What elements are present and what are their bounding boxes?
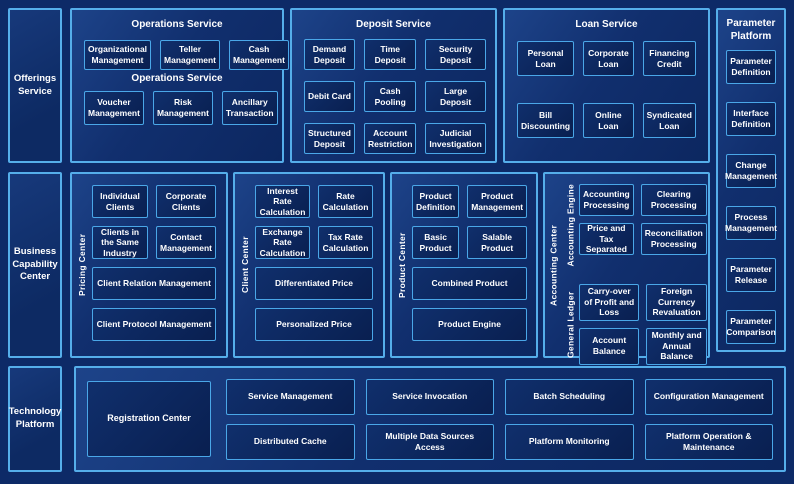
box-voucher-management: Voucher Management — [84, 91, 144, 125]
operations-title: Operations Service — [131, 19, 223, 30]
panel-deposit-service: Deposit Service Demand Deposit Time Depo… — [290, 8, 497, 163]
accounting-engine-grid: Accounting Processing Clearing Processin… — [579, 184, 707, 267]
box-teller-management: Teller Management — [160, 40, 220, 70]
box-carry-over-profit-loss: Carry-over of Profit and Loss — [579, 283, 640, 321]
box-differentiated-price: Differentiated Price — [255, 267, 373, 300]
box-corporate-clients: Corporate Clients — [156, 185, 216, 218]
box-combined-product: Combined Product — [412, 267, 528, 300]
box-client-protocol-management: Client Protocol Management — [92, 308, 216, 341]
box-parameter-release: Parameter Release — [726, 258, 776, 292]
panel-technology-platform: Registration Center Service Management S… — [74, 366, 786, 472]
general-ledger-side-label: General Ledger — [565, 290, 576, 358]
accounting-engine-side-label: Accounting Engine — [565, 184, 576, 267]
panel-parameter-platform: Parameter Platform Parameter Definition … — [716, 8, 786, 352]
general-ledger-grid: Carry-over of Profit and Loss Foreign Cu… — [579, 283, 707, 365]
box-price-and-tax-separated: Price and Tax Separated — [579, 223, 634, 255]
pricing-center-grid: Individual Clients Corporate Clients Cli… — [92, 174, 226, 356]
parameter-title: Parameter Platform — [726, 18, 776, 42]
box-structured-deposit: Structured Deposit — [304, 123, 355, 154]
box-tax-rate-calculation: Tax Rate Calculation — [318, 226, 373, 259]
box-time-deposit: Time Deposit — [363, 39, 417, 70]
loan-title: Loan Service — [575, 19, 638, 30]
box-distributed-cache: Distributed Cache — [226, 423, 355, 460]
rail-business-capability-center: Business Capability Center — [8, 172, 62, 358]
box-reconciliation-processing: Reconciliation Processing — [640, 223, 707, 255]
box-debit-card: Debit Card — [304, 81, 355, 112]
box-monthly-annual-balance: Monthly and Annual Balance — [646, 327, 707, 365]
box-large-deposit: Large Deposit — [425, 81, 486, 112]
box-parameter-definition: Parameter Definition — [726, 50, 776, 84]
box-security-deposit: Security Deposit — [425, 39, 486, 70]
box-personalized-price: Personalized Price — [255, 308, 373, 341]
parameter-column: Parameter Definition Interface Definitio… — [718, 43, 784, 344]
operations-row1: Organizational Management Teller Managem… — [72, 40, 289, 70]
deposit-grid: Demand Deposit Time Deposit Security Dep… — [292, 39, 495, 154]
panel-client-center: Client Center Interest Rate Calculation … — [233, 172, 385, 358]
accounting-engine-group: Accounting Engine Accounting Processing … — [562, 184, 707, 267]
box-clients-same-industry: Clients in the Same Industry — [92, 226, 149, 259]
box-process-management: Process Management — [725, 206, 777, 240]
technology-grid: Service Management Service Invocation Ba… — [226, 378, 773, 460]
box-corporate-loan: Corporate Loan — [583, 41, 634, 76]
box-bill-discounting: Bill Discounting — [517, 103, 575, 138]
box-risk-management: Risk Management — [152, 91, 213, 125]
panel-pricing-center: Pricing Center Individual Clients Corpor… — [70, 172, 228, 358]
box-registration-center: Registration Center — [87, 381, 211, 457]
box-service-invocation: Service Invocation — [365, 378, 494, 415]
box-change-management: Change Management — [725, 154, 777, 188]
box-demand-deposit: Demand Deposit — [304, 39, 355, 70]
panel-operations-service: Operations Service Organizational Manage… — [70, 8, 289, 163]
rail-technology-platform: Technology Platform — [8, 366, 62, 472]
box-cash-pooling: Cash Pooling — [363, 81, 417, 112]
box-clearing-processing: Clearing Processing — [640, 184, 707, 216]
box-client-relation-management: Client Relation Management — [92, 267, 216, 300]
box-salable-product: Salable Product — [467, 226, 528, 259]
box-batch-scheduling: Batch Scheduling — [505, 378, 634, 415]
client-center-side-label: Client Center — [240, 236, 250, 294]
operations-subtitle: Operations Service — [131, 73, 223, 84]
box-exchange-rate-calculation: Exchange Rate Calculation — [255, 226, 310, 259]
accounting-center-side-label: Accounting Center — [548, 224, 559, 306]
box-judicial-investigation: Judicial Investigation — [425, 123, 486, 154]
box-interest-rate-calculation: Interest Rate Calculation — [255, 185, 310, 218]
box-service-management: Service Management — [226, 378, 355, 415]
box-platform-operation-maintenance: Platform Operation & Maintenance — [644, 423, 773, 460]
deposit-title: Deposit Service — [355, 19, 432, 30]
box-financing-credit: Financing Credit — [642, 41, 696, 76]
box-product-definition: Product Definition — [412, 185, 460, 218]
box-organizational-management: Organizational Management — [84, 40, 152, 70]
box-product-management: Product Management — [467, 185, 528, 218]
box-account-restriction: Account Restriction — [363, 123, 417, 154]
box-configuration-management: Configuration Management — [644, 378, 773, 415]
box-basic-product: Basic Product — [412, 226, 460, 259]
box-personal-loan: Personal Loan — [517, 41, 575, 76]
box-accounting-processing: Accounting Processing — [579, 184, 634, 216]
panel-accounting-center: Accounting Center Accounting Engine Acco… — [543, 172, 710, 365]
box-multiple-data-sources-access: Multiple Data Sources Access — [365, 423, 494, 460]
panel-loan-service: Loan Service Personal Loan Corporate Loa… — [503, 8, 710, 163]
box-product-engine: Product Engine — [412, 308, 528, 341]
box-rate-calculation: Rate Calculation — [318, 185, 373, 218]
box-contact-management: Contact Management — [156, 226, 216, 259]
loan-grid: Personal Loan Corporate Loan Financing C… — [505, 41, 708, 138]
box-ancillary-transaction: Ancillary Transaction — [221, 91, 278, 125]
box-platform-monitoring: Platform Monitoring — [505, 423, 634, 460]
box-syndicated-loan: Syndicated Loan — [642, 103, 696, 138]
box-parameter-comparison: Parameter Comparison — [726, 310, 776, 344]
box-interface-definition: Interface Definition — [726, 102, 776, 136]
rail-offerings-service: Offerings Service — [8, 8, 62, 163]
client-center-grid: Interest Rate Calculation Rate Calculati… — [255, 174, 383, 356]
pricing-center-side-label: Pricing Center — [77, 233, 87, 297]
product-center-side-label: Product Center — [397, 232, 407, 298]
box-individual-clients: Individual Clients — [92, 185, 149, 218]
box-account-balance: Account Balance — [579, 327, 640, 365]
operations-row2: Voucher Management Risk Management Ancil… — [72, 91, 282, 125]
box-online-loan: Online Loan — [583, 103, 634, 138]
box-foreign-currency-revaluation: Foreign Currency Revaluation — [646, 283, 707, 321]
panel-product-center: Product Center Product Definition Produc… — [390, 172, 538, 358]
box-cash-management: Cash Management — [229, 40, 289, 70]
general-ledger-group: General Ledger Carry-over of Profit and … — [562, 283, 707, 365]
product-center-grid: Product Definition Product Management Ba… — [412, 174, 537, 356]
accounting-inner: Accounting Engine Accounting Processing … — [562, 174, 716, 365]
